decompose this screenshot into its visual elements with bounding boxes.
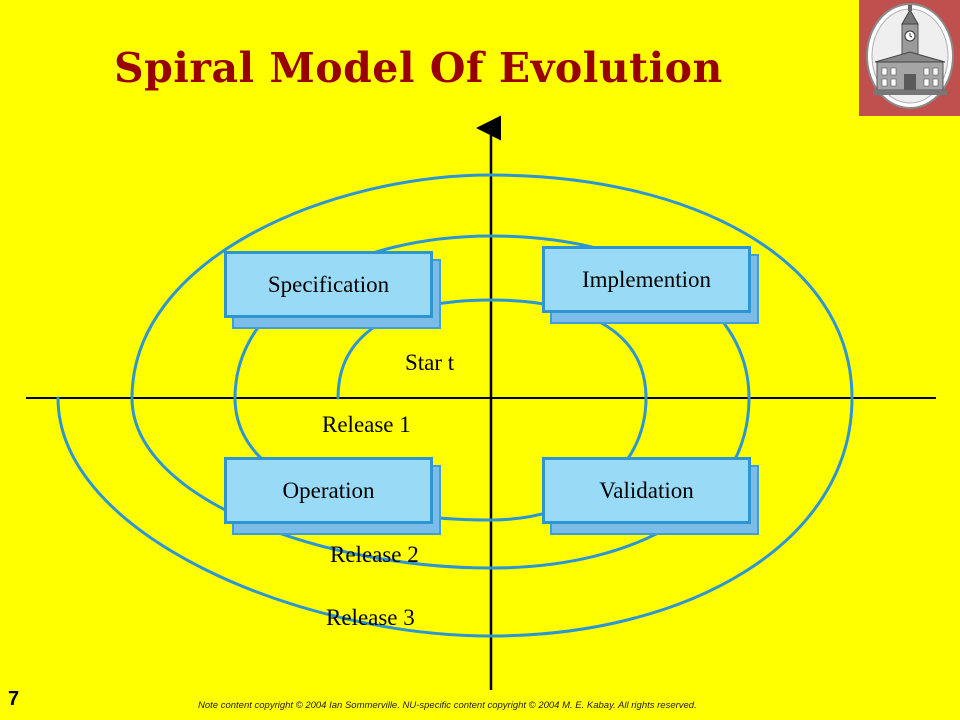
spiral-path <box>56 173 854 638</box>
release-3-label: Release 3 <box>326 605 415 630</box>
slide-title: Spiral Model Of Evolution <box>114 44 723 92</box>
start-label: Star t <box>405 350 455 375</box>
operation-box: Operation <box>224 457 433 524</box>
university-logo-icon <box>866 3 954 109</box>
release-1-label: Release 1 <box>322 412 411 437</box>
specification-box: Specification <box>224 251 433 318</box>
operation-label: Operation <box>282 477 375 503</box>
validation-label: Validation <box>599 477 694 503</box>
release-2-label: Release 2 <box>330 542 419 567</box>
specification-label: Specification <box>267 271 390 297</box>
page-number: 7 <box>8 688 20 710</box>
validation-box: Validation <box>542 457 751 524</box>
copyright-footer: Note content copyright © 2004 Ian Sommer… <box>198 700 697 711</box>
implementation-box: Implemention <box>542 246 751 313</box>
implementation-label: Implemention <box>581 266 712 292</box>
logo-panel <box>859 0 960 116</box>
